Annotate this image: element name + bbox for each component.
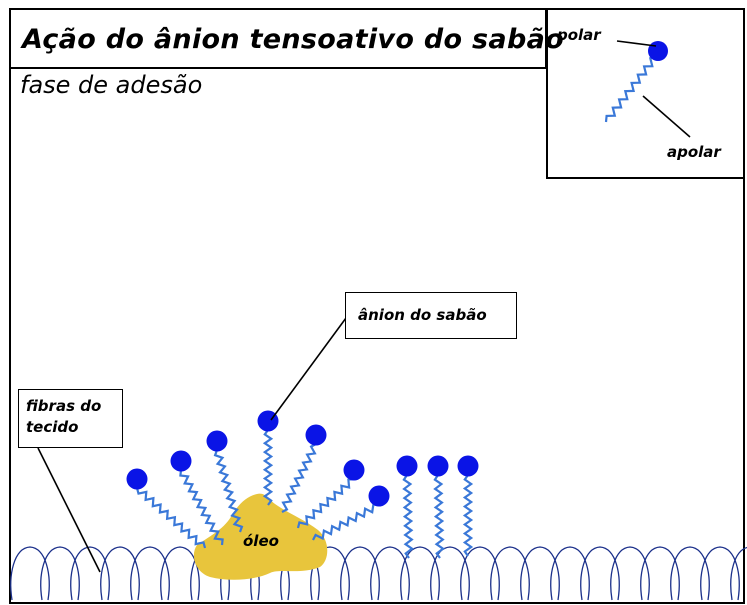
anion-tail xyxy=(296,477,355,529)
fiber-loop xyxy=(370,546,410,601)
fiber-loop xyxy=(130,546,170,601)
fiber-loop xyxy=(160,546,200,601)
anion-tail xyxy=(179,469,224,546)
fiber-loop xyxy=(640,546,680,601)
fiber-loop xyxy=(430,546,470,601)
fiber-label-box: fibras do tecido xyxy=(18,389,123,448)
soap-anion xyxy=(281,424,327,513)
fiber-loop xyxy=(310,546,350,601)
soap-anion xyxy=(126,468,207,549)
oil-blob xyxy=(193,493,328,580)
anion-label-box: ânion do sabão xyxy=(345,292,517,339)
anion-tail xyxy=(312,503,380,541)
fiber-loop xyxy=(730,547,747,601)
anion-head xyxy=(126,468,148,490)
soap-anions xyxy=(126,410,479,559)
anion-head xyxy=(305,424,327,446)
oil-label: óleo xyxy=(243,532,279,550)
anion-tail xyxy=(135,487,207,549)
legend-box xyxy=(546,8,745,179)
legend-label-polar: polar xyxy=(557,26,601,44)
fiber-loop xyxy=(610,546,650,601)
anion-head xyxy=(457,455,479,477)
anion-head xyxy=(343,459,365,481)
leader-anion xyxy=(270,317,347,421)
soap-anion xyxy=(312,485,390,541)
fiber-loop xyxy=(70,546,110,601)
anion-head xyxy=(427,455,449,477)
anion-tail xyxy=(262,429,274,506)
anion-head xyxy=(170,450,192,472)
legend-head xyxy=(648,41,668,61)
soap-anion xyxy=(296,459,365,529)
fiber-loop xyxy=(490,546,530,601)
fiber-loop xyxy=(400,546,440,601)
fiber-loop xyxy=(460,546,500,601)
leader-fiber xyxy=(37,447,101,573)
leader-polar xyxy=(616,40,657,47)
diagram-subtitle: fase de adesão xyxy=(20,71,203,99)
fabric-fibers xyxy=(10,546,747,601)
leader-lines xyxy=(37,40,691,573)
soap-anion xyxy=(170,450,224,546)
soap-anion xyxy=(206,430,244,533)
legend-tail xyxy=(604,54,657,123)
anion-tail xyxy=(402,474,414,559)
anion-tail xyxy=(462,474,474,557)
fiber-loop xyxy=(580,546,620,601)
fiber-loop xyxy=(700,546,740,601)
fiber-loop xyxy=(100,546,140,601)
anion-head xyxy=(368,485,390,507)
fiber-loop xyxy=(550,546,590,601)
anion-tail xyxy=(433,474,445,559)
diagram-title: Ação do ânion tensoativo do sabão xyxy=(22,24,564,55)
anion-tail xyxy=(213,449,244,533)
fiber-loop xyxy=(340,546,380,601)
fiber-loop xyxy=(670,546,710,601)
fiber-label-line1: fibras do xyxy=(26,397,102,415)
fiber-loop xyxy=(520,546,560,601)
soap-anion xyxy=(396,455,418,559)
anion-head xyxy=(206,430,228,452)
fiber-loop xyxy=(40,546,80,601)
fiber-loop xyxy=(10,546,50,601)
soap-anion xyxy=(457,455,479,557)
anion-tail xyxy=(281,443,317,513)
legend-label-apolar: apolar xyxy=(667,143,721,161)
anion-label: ânion do sabão xyxy=(358,306,487,324)
fiber-label-line2: tecido xyxy=(26,418,79,436)
leader-apolar xyxy=(642,95,691,138)
anion-head xyxy=(396,455,418,477)
soap-anion xyxy=(257,410,279,506)
soap-anion xyxy=(427,455,449,559)
